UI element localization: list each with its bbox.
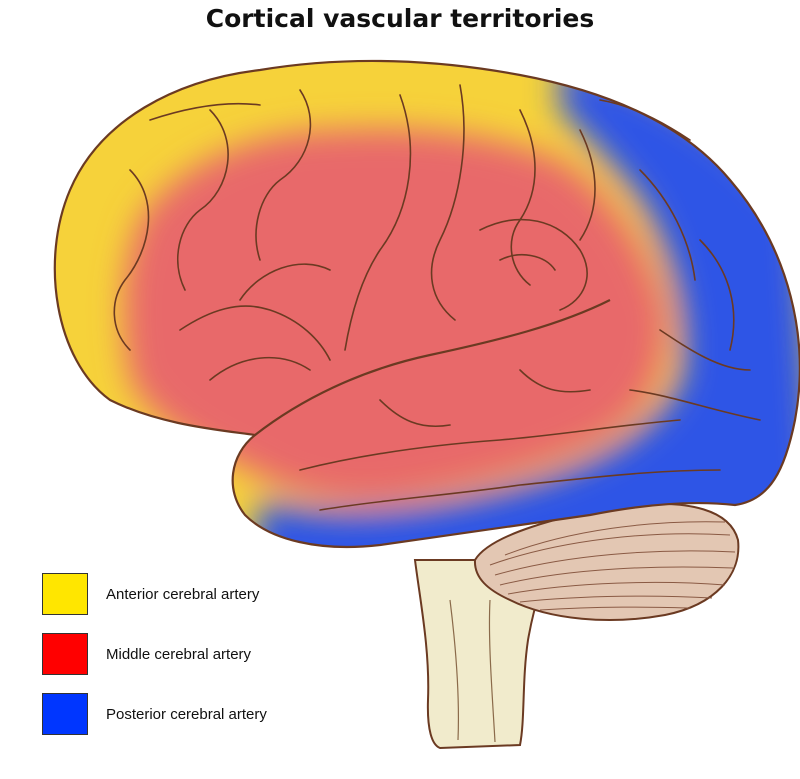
legend-item-anterior: Anterior cerebral artery bbox=[42, 572, 259, 616]
legend-swatch-middle bbox=[42, 633, 88, 675]
diagram-title: Cortical vascular territories bbox=[205, 4, 595, 33]
legend-swatch-anterior bbox=[42, 573, 88, 615]
legend-label-anterior: Anterior cerebral artery bbox=[106, 585, 260, 603]
cerebellum bbox=[473, 502, 740, 621]
legend-item-middle: Middle cerebral artery bbox=[42, 632, 251, 676]
legend-label-posterior: Posterior cerebral artery bbox=[106, 705, 267, 723]
cerebrum-outline bbox=[53, 59, 800, 549]
lateral-sulcus bbox=[254, 299, 611, 436]
sulci bbox=[113, 84, 761, 511]
legend-label-middle: Middle cerebral artery bbox=[106, 645, 252, 663]
legend-item-posterior: Posterior cerebral artery bbox=[42, 692, 267, 736]
legend-swatch-posterior bbox=[42, 693, 88, 735]
